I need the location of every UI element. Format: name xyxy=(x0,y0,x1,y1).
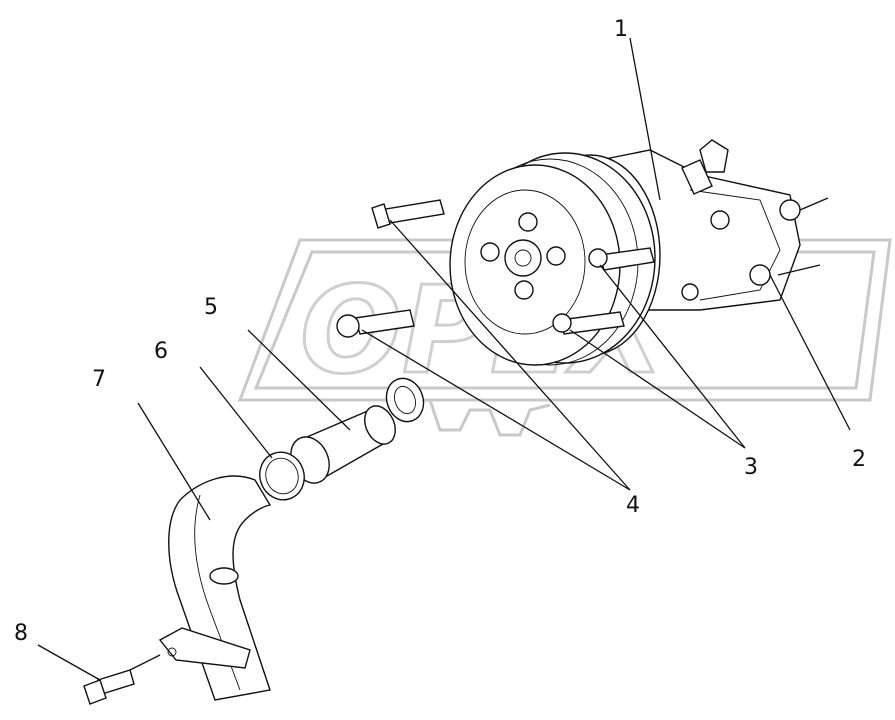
callout-6: 6 xyxy=(154,339,168,364)
callout-5: 5 xyxy=(204,295,218,320)
water-pump-assembly xyxy=(371,139,801,366)
bolt-8 xyxy=(83,669,135,705)
leader-lines xyxy=(37,37,851,681)
coolant-pipe-7 xyxy=(158,475,272,701)
callout-8: 8 xyxy=(14,621,28,646)
callout-labels: 1 2 3 4 5 6 7 8 xyxy=(14,17,866,646)
clamp-ring-6 xyxy=(259,451,305,501)
gasket-ring xyxy=(385,377,425,423)
callout-1: 1 xyxy=(614,17,628,42)
callout-4: 4 xyxy=(626,493,640,518)
callout-2: 2 xyxy=(852,447,866,472)
callout-7: 7 xyxy=(92,367,106,392)
bolt-4 xyxy=(336,309,415,338)
callout-3: 3 xyxy=(744,455,758,480)
